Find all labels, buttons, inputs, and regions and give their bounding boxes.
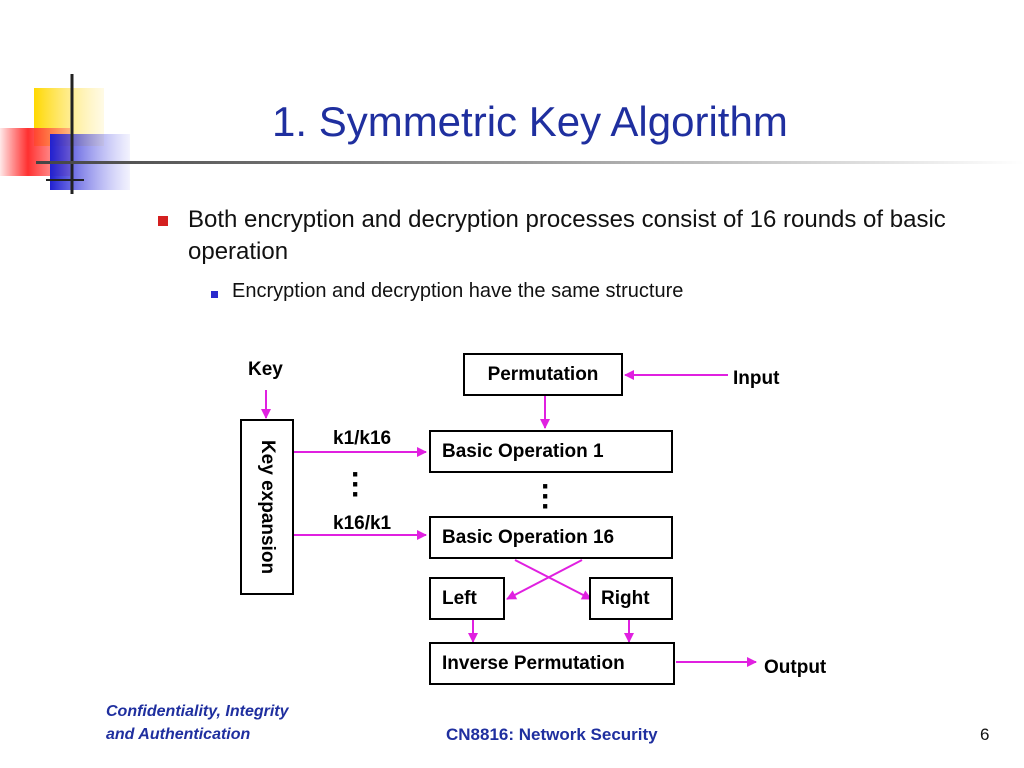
key-label: Key [248,359,283,380]
basic-operation-16-label: Basic Operation 16 [442,526,615,548]
bullet-marker-square-icon [158,216,168,226]
right-box: Right [589,577,673,620]
basic-operation-1-label: Basic Operation 1 [442,440,604,462]
right-label: Right [601,587,650,609]
basic-operation-16-box: Basic Operation 16 [429,516,673,559]
slide-title: 1. Symmetric Key Algorithm [272,98,788,145]
basic-operation-1-box: Basic Operation 1 [429,430,673,473]
left-box: Left [429,577,505,620]
output-label: Output [764,657,827,678]
input-label: Input [733,368,780,389]
footer-course-name: CN8816: Network Security [446,725,658,744]
inverse-permutation-box: Inverse Permutation [429,642,675,685]
bullet-marker-square-icon [211,291,218,298]
title-divider [36,161,1024,164]
vertical-dots-keys-icon: ··· [351,458,361,511]
key-expansion-box: Key expansion [240,419,294,595]
slide-page-number: 6 [980,725,990,744]
footer-topic-line1: Confidentiality, Integrity [106,703,289,720]
arrow-op16-to-left [506,559,583,600]
k1-k16-label: k1/k16 [333,428,392,449]
footer-course-topic: Confidentiality, Integrity and Authentic… [106,700,289,746]
permutation-label: Permutation [487,363,599,385]
bullet-text-level1: Both encryption and decryption processes… [188,206,946,265]
key-expansion-label: Key expansion [257,439,278,575]
inverse-permutation-label: Inverse Permutation [442,652,625,674]
k16-k1-label: k16/k1 [333,513,392,534]
bullet-text-level2: Encryption and decryption have the same … [232,280,684,302]
vertical-dots-rounds-icon: ··· [541,470,551,523]
permutation-box: Permutation [463,353,623,396]
footer-topic-line2: and Authentication [106,726,251,743]
left-label: Left [442,587,477,609]
arrow-op16-to-right [514,559,592,600]
